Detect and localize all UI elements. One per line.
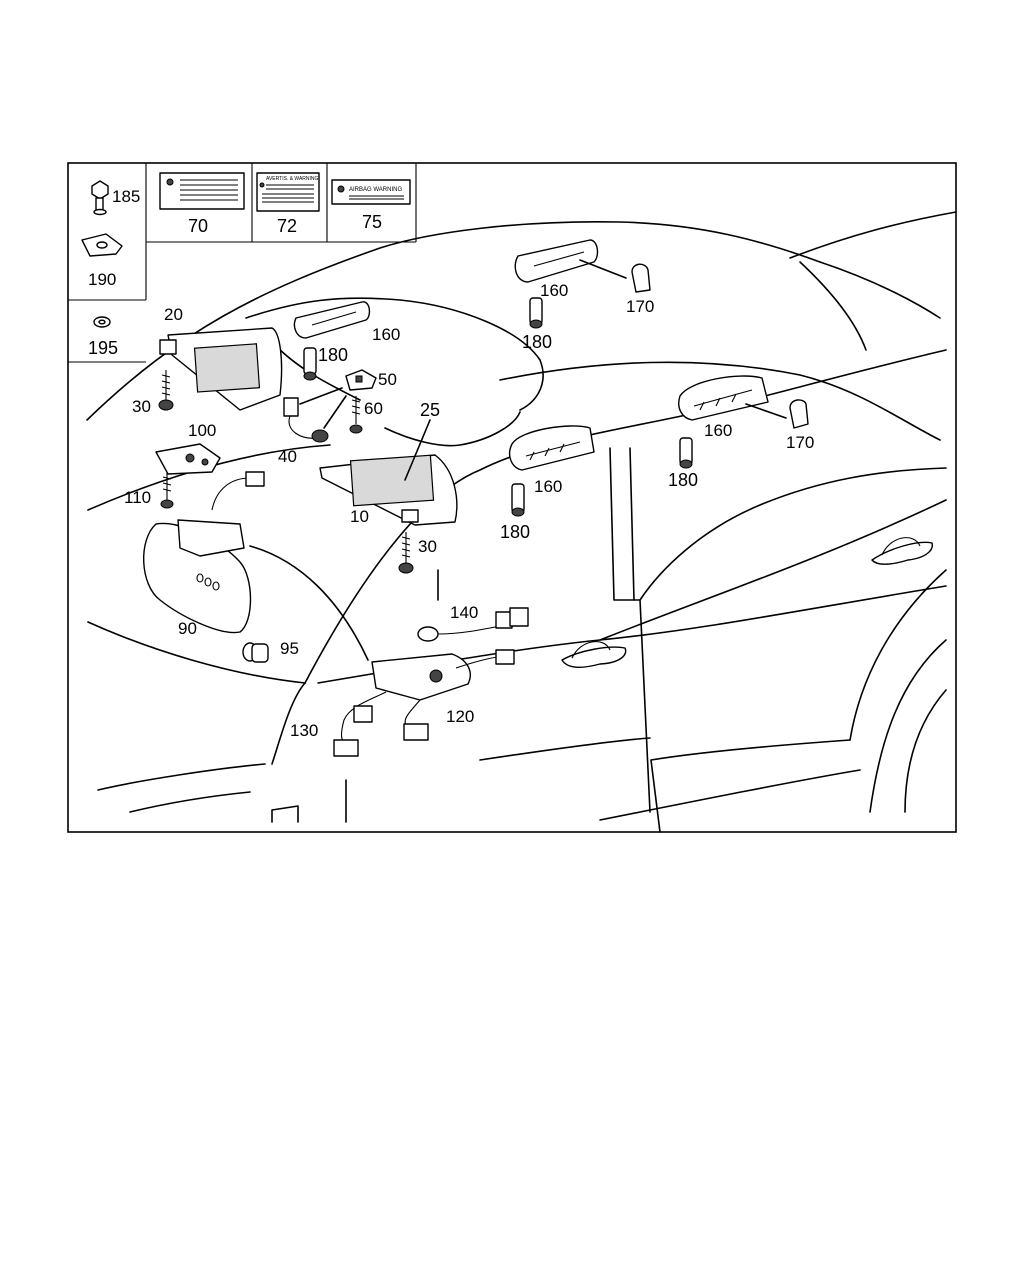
legend-grid [68, 163, 417, 363]
bolt-185-icon [91, 180, 109, 216]
decal-72-icon: AVERTIS. & WARNING [256, 172, 320, 212]
label-160-a: 160 [372, 325, 400, 344]
decal-75-heading: AIRBAG WARNING [349, 187, 402, 193]
screw-180-d-icon [679, 437, 693, 469]
grab-handle-160-d [678, 375, 769, 421]
grab-handle-160-c [508, 425, 595, 471]
door-handle-front [561, 641, 627, 668]
label-130: 130 [290, 721, 318, 740]
label-72: 72 [277, 216, 297, 236]
label-180-d: 180 [668, 470, 698, 490]
screw-30-right-icon [398, 532, 414, 574]
screw-60-icon [349, 396, 363, 434]
sun-visor-10 [319, 454, 458, 526]
label-185: 185 [112, 187, 140, 206]
label-25: 25 [420, 400, 440, 420]
clip-170-b-icon [789, 399, 809, 429]
label-140: 140 [450, 603, 478, 622]
label-160-d: 160 [704, 421, 732, 440]
label-75: 75 [362, 212, 382, 232]
clip-170-a-icon [631, 263, 651, 293]
label-110: 110 [124, 488, 151, 507]
leader-25 [404, 419, 431, 481]
arrow-170-b [745, 403, 787, 419]
arrow-50-40 [299, 387, 343, 405]
label-100: 100 [188, 421, 216, 440]
label-180-b: 180 [522, 332, 552, 352]
label-95: 95 [280, 639, 299, 658]
label-180-a: 180 [318, 345, 348, 365]
label-50: 50 [378, 370, 397, 389]
label-90: 90 [178, 619, 197, 638]
washer-195-icon [93, 316, 111, 328]
arrow-to-mirror [249, 545, 369, 661]
screw-30-left-icon [158, 370, 174, 411]
bracket-120-icon [371, 649, 515, 701]
label-195: 195 [88, 338, 118, 358]
label-170-a: 170 [626, 297, 654, 316]
mount-100-icon [155, 443, 221, 475]
label-30-right: 30 [418, 537, 437, 556]
label-10: 10 [350, 507, 369, 526]
diagram-frame [67, 162, 957, 833]
sun-visor-20 [159, 327, 283, 411]
label-160-b: 160 [540, 281, 568, 300]
decal-70-icon [159, 172, 245, 210]
label-170-b: 170 [786, 433, 814, 452]
clip-50-icon [345, 369, 377, 391]
connector-40-icon [283, 397, 329, 443]
label-70: 70 [188, 216, 208, 236]
label-180-c: 180 [500, 522, 530, 542]
clip-190-icon [81, 233, 123, 257]
bulb-95-icon [242, 642, 269, 663]
screw-180-c-icon [511, 483, 525, 517]
arrow-170-a [579, 259, 627, 279]
arrow-50-40b [323, 395, 347, 429]
label-20: 20 [164, 305, 183, 324]
decal-72-heading: AVERTIS. & WARNING [266, 176, 319, 182]
door-handle-rear [871, 537, 933, 565]
harness-130-icon [333, 691, 429, 757]
screw-110-icon [160, 472, 174, 509]
grab-handle-160-a [293, 301, 371, 339]
decal-75-icon: AIRBAG WARNING [331, 179, 411, 205]
screw-180-b-icon [529, 297, 543, 329]
grab-handle-160-b [514, 239, 599, 283]
harness-140-icon [417, 607, 529, 642]
mirror-90-icon [143, 471, 265, 634]
label-40: 40 [278, 447, 297, 466]
label-120: 120 [446, 707, 474, 726]
label-30-left: 30 [132, 397, 151, 416]
label-190: 190 [88, 270, 116, 289]
screw-180-a-icon [303, 347, 317, 381]
label-60: 60 [364, 399, 383, 418]
label-160-c: 160 [534, 477, 562, 496]
